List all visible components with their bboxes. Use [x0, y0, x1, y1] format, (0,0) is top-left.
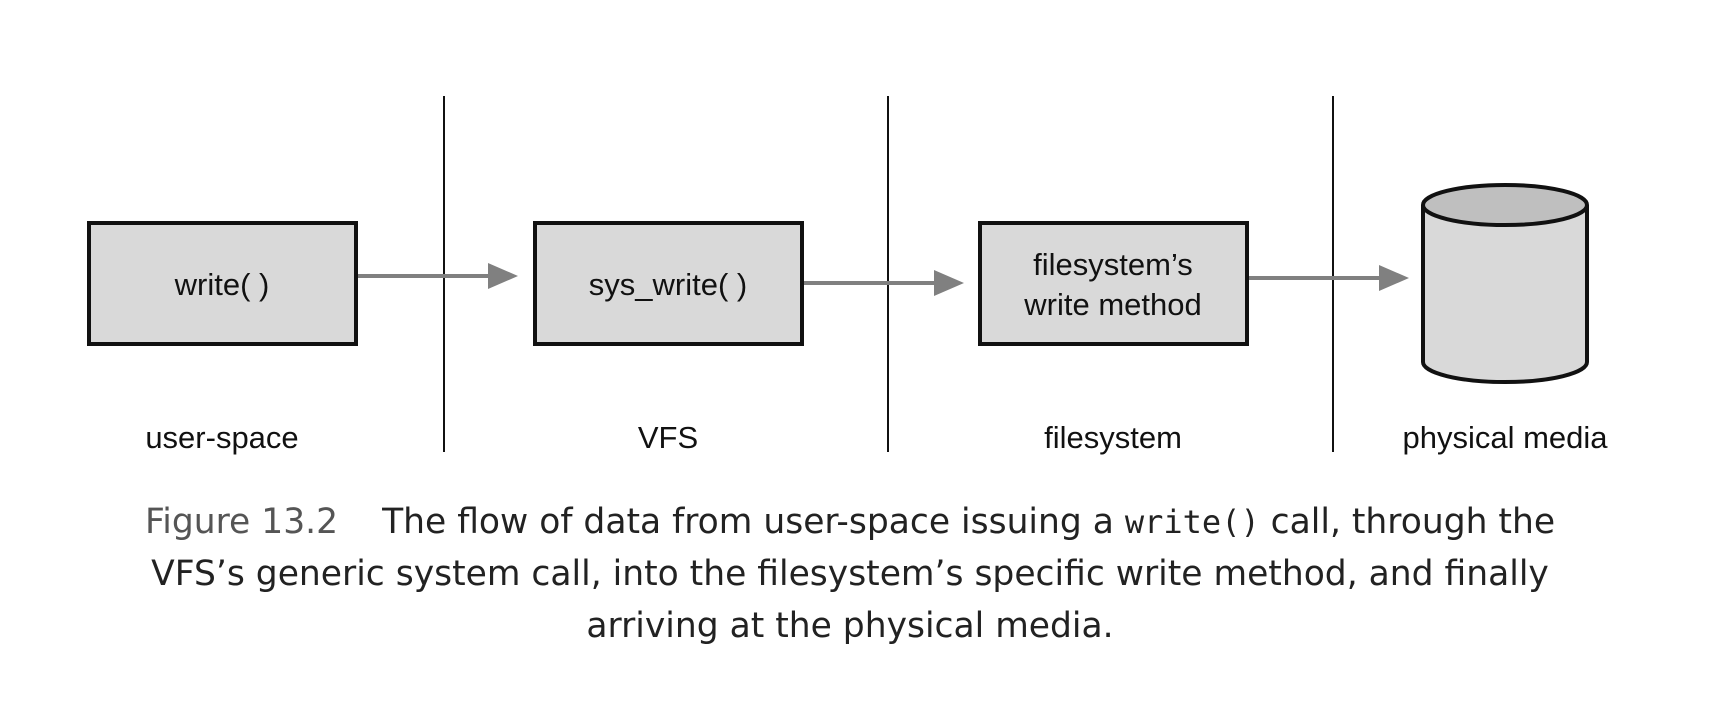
write-call-label: write( ) — [174, 267, 270, 302]
write-call-box: write( ) — [87, 221, 358, 346]
disk-cylinder-icon — [1421, 183, 1589, 384]
sys-write-box: sys_write( ) — [533, 221, 804, 346]
zone-label-filesystem: filesystem — [1044, 420, 1182, 455]
figure-caption: Figure 13.2 The flow of data from user-sp… — [100, 496, 1600, 652]
fs-write-method-label-line1: filesystem’s — [1033, 247, 1193, 282]
arrow-write-to-sys-write — [356, 263, 518, 289]
caption-code: write() — [1124, 503, 1260, 541]
zone-label-physical-media: physical media — [1402, 420, 1608, 455]
zone-label-user-space: user-space — [145, 420, 298, 455]
fs-write-method-box: filesystem’s write method — [978, 221, 1249, 346]
caption-text-before: The flow of data from user-space issuing… — [382, 502, 1125, 542]
caption-text-after: call, through the VFS’s generic system c… — [151, 502, 1556, 646]
data-flow-diagram: write( ) sys_write( ) filesystem’s write… — [87, 96, 1608, 455]
fs-write-method-label-line2: write method — [1023, 287, 1201, 322]
arrow-sys-write-to-fs-method — [802, 270, 964, 296]
figure-number: Figure 13.2 — [144, 502, 339, 542]
sys-write-label: sys_write( ) — [589, 267, 747, 302]
zone-label-vfs: VFS — [638, 420, 698, 455]
arrow-fs-method-to-media — [1247, 265, 1409, 291]
